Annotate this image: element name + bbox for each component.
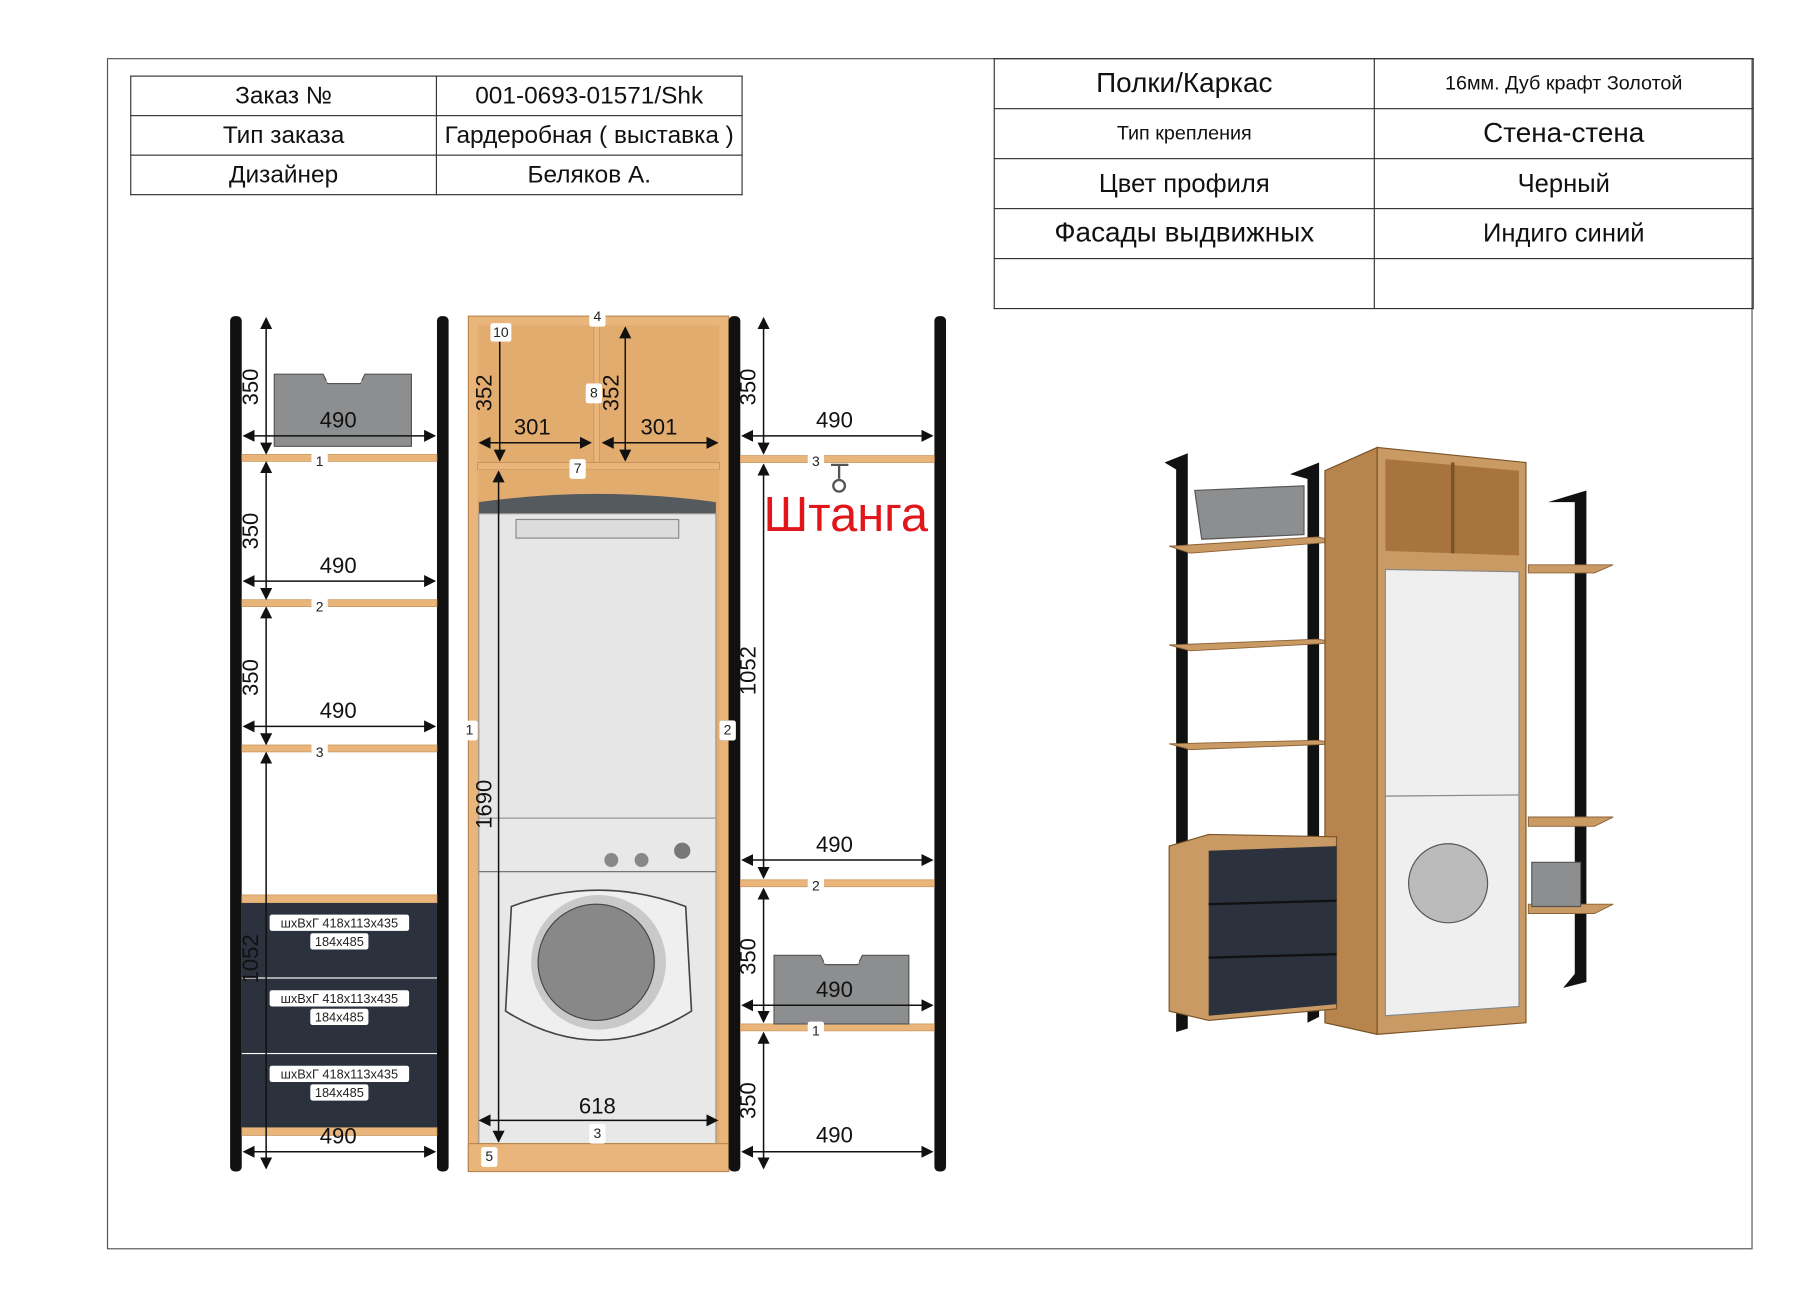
side-right-badge: 2	[719, 720, 736, 741]
material-value: 16мм. Дуб крафт Золотой	[1373, 58, 1754, 110]
3d-preview	[1164, 446, 1614, 1036]
drawer-facade-value: Индиго синий	[1373, 208, 1754, 260]
drawer-size-label: шхВхГ 418х113х435	[281, 915, 399, 930]
width-dimension: 490	[816, 832, 853, 857]
height-dimension: 350	[735, 938, 760, 975]
shelf	[241, 894, 438, 904]
part-badge: 1	[466, 722, 474, 738]
width-dimension: 490	[320, 698, 357, 723]
table-row	[993, 258, 1754, 310]
order-number-value: 001-0693-01571/Shk	[435, 75, 743, 117]
width-dimension: 490	[816, 1122, 853, 1147]
part-badge: 2	[316, 599, 324, 615]
dryer-appliance	[478, 493, 717, 819]
part-badge: 1	[316, 453, 324, 469]
height-dimension: 350	[735, 369, 760, 406]
profile-post	[728, 316, 741, 1172]
drawer-front-label: 184x485	[315, 934, 364, 949]
part-badge: 8	[590, 385, 598, 401]
empty-label	[993, 258, 1375, 310]
drawer-labels: шхВхГ 418х113х435 184x485 шхВхГ 418х113х…	[269, 914, 410, 1101]
order-type-value: Гардеробная ( выставка )	[435, 115, 743, 156]
part-badge: 10	[493, 324, 509, 340]
mount-type-value: Стена-стена	[1373, 108, 1754, 160]
drawer-size-label: шхВхГ 418х113х435	[281, 1066, 399, 1081]
drawer-size-label: шхВхГ 418х113х435	[281, 991, 399, 1006]
height-dimension: 350	[238, 369, 263, 406]
profile-color-value: Черный	[1373, 158, 1754, 210]
part-badge: 3	[316, 744, 324, 760]
profile-post	[934, 316, 947, 1172]
height-dimension: 352	[598, 374, 623, 411]
profile-color-label: Цвет профиля	[993, 158, 1375, 210]
material-label: Полки/Каркас	[993, 58, 1375, 110]
width-dimension: 618	[579, 1093, 616, 1118]
part-badge: 3	[593, 1125, 601, 1141]
part-badge: 4	[593, 308, 601, 324]
shelf	[241, 454, 438, 462]
empty-value	[1373, 258, 1754, 310]
rod-label: Штанга	[764, 488, 929, 542]
part-badge: 2	[812, 877, 820, 893]
part-badge: 7	[574, 460, 582, 476]
washer-cabinet: 352 352 301 301 1690 618 4 10 8 7 1 3 5	[461, 306, 730, 1173]
height-dimension: 352	[472, 374, 497, 411]
height-dimension: 350	[735, 1082, 760, 1119]
width-dimension: 301	[641, 415, 678, 440]
designer-value: Беляков А.	[435, 154, 743, 196]
shelf	[241, 599, 438, 608]
width-dimension: 490	[320, 553, 357, 578]
drawer-front-label: 184x485	[315, 1009, 364, 1024]
part-badge: 1	[812, 1023, 820, 1039]
profile-post	[436, 316, 449, 1172]
drawer-facade-label: Фасады выдвижных	[993, 208, 1375, 260]
basket	[273, 373, 412, 447]
height-dimension: 1052	[238, 934, 263, 983]
width-dimension: 490	[816, 977, 853, 1002]
profile-post	[230, 316, 242, 1172]
order-type-label: Тип заказа	[130, 115, 437, 156]
height-dimension: 350	[238, 513, 263, 550]
part-badge: 2	[724, 722, 732, 738]
shelf	[241, 744, 438, 753]
washing-machine	[478, 817, 717, 1145]
shelf	[739, 879, 935, 888]
right-shelving-section: Штанга 350 1052 350 350 490 490 490 490 …	[728, 316, 947, 1172]
width-dimension: 490	[320, 408, 357, 433]
width-dimension: 490	[320, 1124, 357, 1149]
width-dimension: 301	[514, 415, 551, 440]
part-badge: 3	[812, 453, 820, 469]
part-badge: 5	[485, 1148, 493, 1164]
left-shelving-section: шхВхГ 418х113х435 184x485 шхВхГ 418х113х…	[230, 316, 449, 1172]
width-dimension: 490	[816, 408, 853, 433]
height-dimension: 1690	[472, 780, 497, 829]
drawer-front-label: 184x485	[315, 1085, 364, 1100]
height-dimension: 1052	[735, 646, 760, 695]
drawing-frame	[106, 58, 1753, 1250]
hanging-rod-icon	[830, 463, 849, 493]
shelf	[739, 455, 935, 463]
height-dimension: 350	[238, 659, 263, 696]
shelf	[739, 1023, 935, 1032]
designer-label: Дизайнер	[130, 154, 437, 196]
